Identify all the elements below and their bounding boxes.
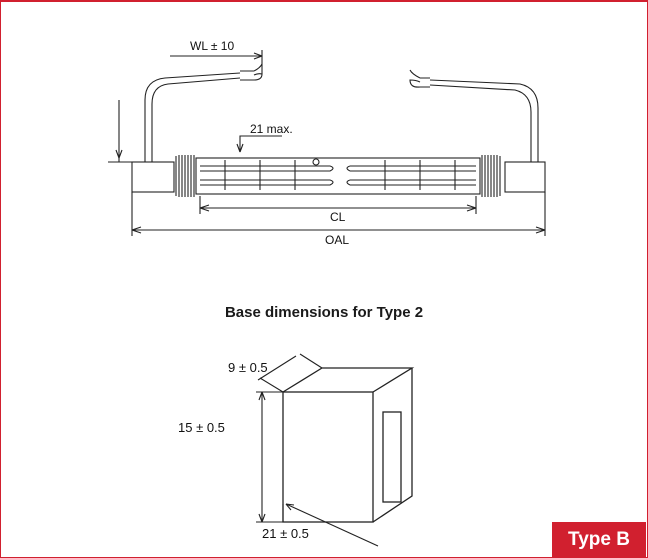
base-width-label: 9 ± 0.5 (228, 360, 268, 375)
filament-left-lower (200, 179, 334, 186)
quartz-tube (195, 157, 481, 195)
base-block (282, 367, 415, 523)
cl-label: CL (330, 210, 346, 224)
filament-right-lower (346, 179, 476, 186)
right-end-cap (504, 161, 546, 193)
left-coil-windings (175, 155, 195, 197)
right-spade-terminal (409, 69, 430, 88)
right-cable-inner (429, 84, 532, 162)
left-cable-inner (151, 77, 241, 162)
right-cable (429, 79, 539, 162)
base-dimensions-heading: Base dimensions for Type 2 (224, 304, 424, 321)
base-length-label: 21 ± 0.5 (262, 526, 309, 541)
filament-left-upper (200, 165, 334, 172)
tube-tip (312, 158, 320, 166)
base-height-label: 15 ± 0.5 (178, 420, 225, 435)
filament-supports (224, 160, 456, 190)
frame-top-border (0, 0, 648, 2)
wl-label: WL ± 10 (190, 39, 234, 53)
left-cable (144, 72, 241, 162)
oal-label: OAL (325, 233, 349, 247)
max-dia-leader (239, 135, 282, 152)
max-diameter-label: 21 max. (250, 122, 293, 136)
type-badge: Type B (552, 522, 646, 557)
filament-right-upper (346, 165, 476, 172)
left-end-cap (131, 161, 175, 193)
left-spade-terminal (240, 63, 263, 81)
right-coil-windings (481, 155, 501, 197)
